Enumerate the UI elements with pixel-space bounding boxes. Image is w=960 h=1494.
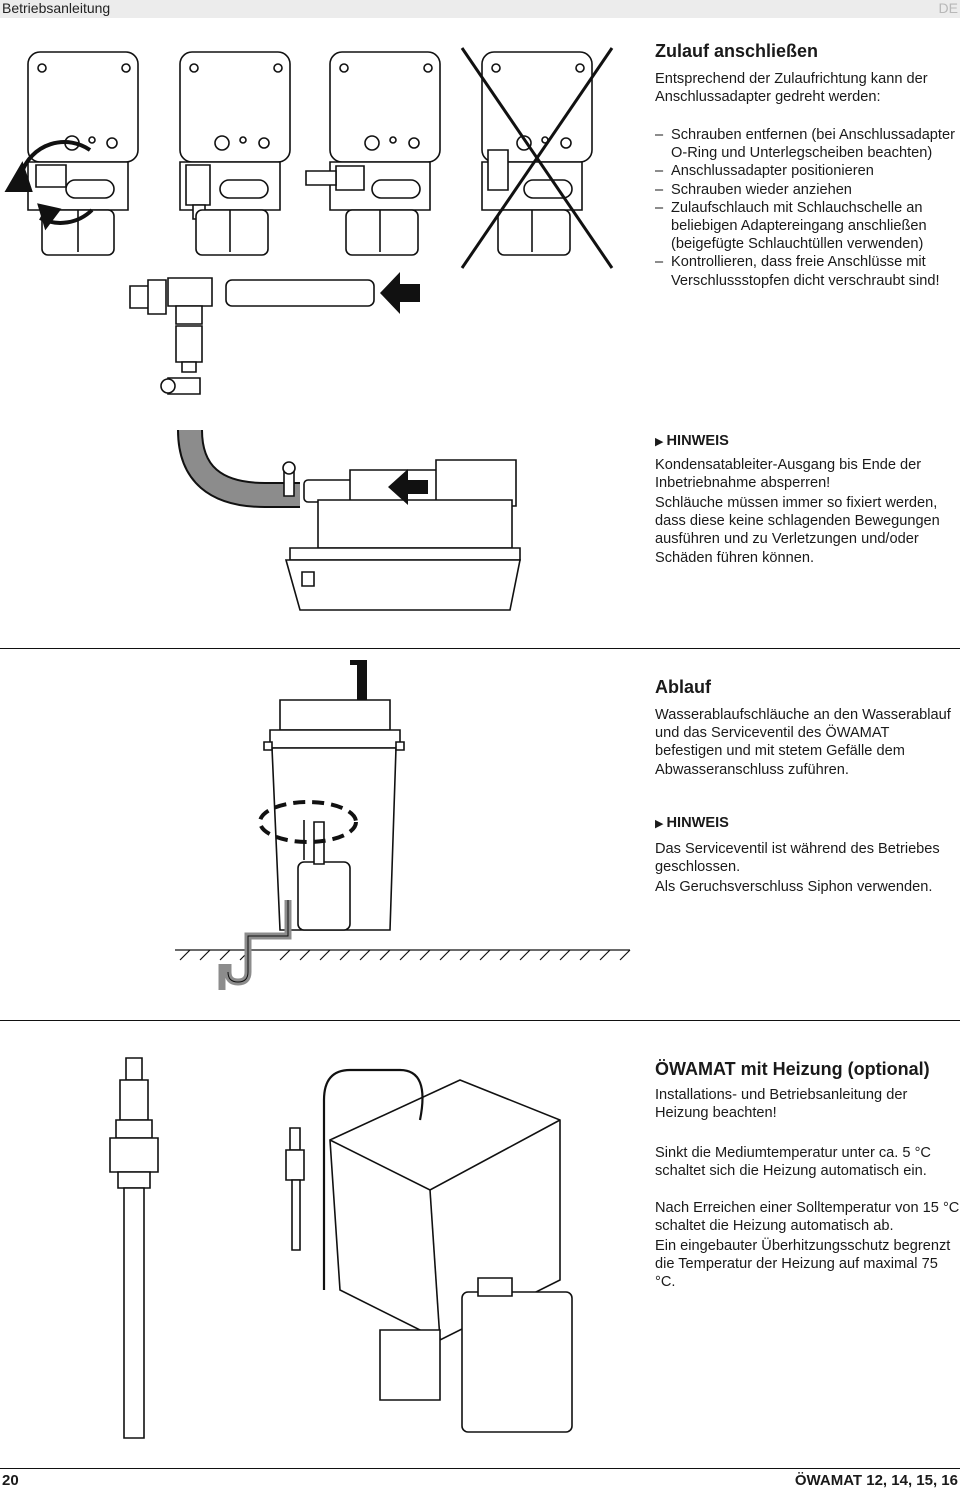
product-name: ÖWAMAT 12, 14, 15, 16 bbox=[794, 1472, 958, 1489]
zulauf-illustration bbox=[0, 40, 640, 620]
zulauf-note-heading: ▶HINWEIS bbox=[655, 432, 729, 451]
cross-out-icon bbox=[462, 48, 612, 268]
zulauf-steps: Schrauben entfernen (bei Anschlussadapte… bbox=[655, 126, 960, 290]
floor-line bbox=[175, 950, 630, 960]
zulauf-note-text-2: Schläuche müssen immer so fixiert werden… bbox=[655, 495, 940, 566]
siphon bbox=[222, 900, 288, 990]
document-title: Betriebsanleitung bbox=[2, 0, 111, 16]
header-bar: Betriebsanleitung DE bbox=[0, 0, 960, 18]
housing-variant-4 bbox=[482, 52, 592, 255]
zulauf-step: Schrauben entfernen (bei Anschlussadapte… bbox=[655, 126, 960, 162]
rotate-arrows-icon bbox=[8, 142, 92, 226]
hose-fittings bbox=[130, 278, 374, 394]
zulauf-intro: Entsprechend der Zulaufrichtung kann der… bbox=[655, 71, 928, 106]
heizung-text-2: Nach Erreichen einer Solltemperatur von … bbox=[655, 1200, 960, 1235]
zulauf-step: Zulaufschlauch mit Schlauchschelle an be… bbox=[655, 199, 960, 254]
section-divider bbox=[0, 648, 960, 649]
dashed-ellipse-marker-icon bbox=[260, 802, 356, 842]
hinweis-triangle-icon: ▶ bbox=[655, 436, 664, 448]
ablauf-note-text-1: Das Serviceventil ist während des Betrie… bbox=[655, 841, 940, 876]
sensor-cable bbox=[324, 1070, 423, 1290]
hinweis-triangle-icon: ▶ bbox=[655, 818, 664, 830]
page-number: 20 bbox=[2, 1472, 19, 1489]
note-label: HINWEIS bbox=[666, 433, 729, 449]
housing-variant-3 bbox=[306, 52, 440, 255]
heizung-title: ÖWAMAT mit Heizung (optional) bbox=[655, 1059, 930, 1079]
note-label: HINWEIS bbox=[666, 815, 729, 831]
ablauf-text: Wasserablaufschläuche an den Wasserablau… bbox=[655, 707, 951, 778]
flow-direction-arrow-icon bbox=[380, 272, 420, 314]
heizung-illustration bbox=[0, 1040, 640, 1460]
heizung-text-3: Ein eingebauter Überhitzungsschutz begre… bbox=[655, 1238, 951, 1291]
ablauf-note-heading: ▶HINWEIS bbox=[655, 814, 729, 833]
section-divider bbox=[0, 1020, 960, 1021]
zulauf-title: Zulauf anschließen bbox=[655, 41, 819, 61]
housing-variant-2 bbox=[180, 52, 290, 255]
zulauf-step: Schrauben wieder anziehen bbox=[655, 181, 960, 199]
zulauf-step: Anschlussadapter positionieren bbox=[655, 162, 960, 180]
ablauf-illustration bbox=[0, 660, 640, 1010]
flow-direction-arrow-icon bbox=[388, 469, 428, 505]
footer-divider bbox=[0, 1468, 960, 1469]
ablauf-title: Ablauf bbox=[655, 677, 711, 697]
language-tag: DE bbox=[938, 0, 958, 16]
zulauf-step: Kontrollieren, dass freie Anschlüsse mit… bbox=[655, 253, 960, 289]
heizung-text-1: Sinkt die Mediumtemperatur unter ca. 5 °… bbox=[655, 1145, 931, 1180]
ablauf-note-text-2: Als Geruchsverschluss Siphon verwenden. bbox=[655, 879, 933, 895]
heizung-intro: Installations- und Betriebsanleitung der… bbox=[655, 1087, 908, 1122]
zulauf-note-text-1: Kondensatableiter-Ausgang bis Ende der I… bbox=[655, 457, 922, 492]
